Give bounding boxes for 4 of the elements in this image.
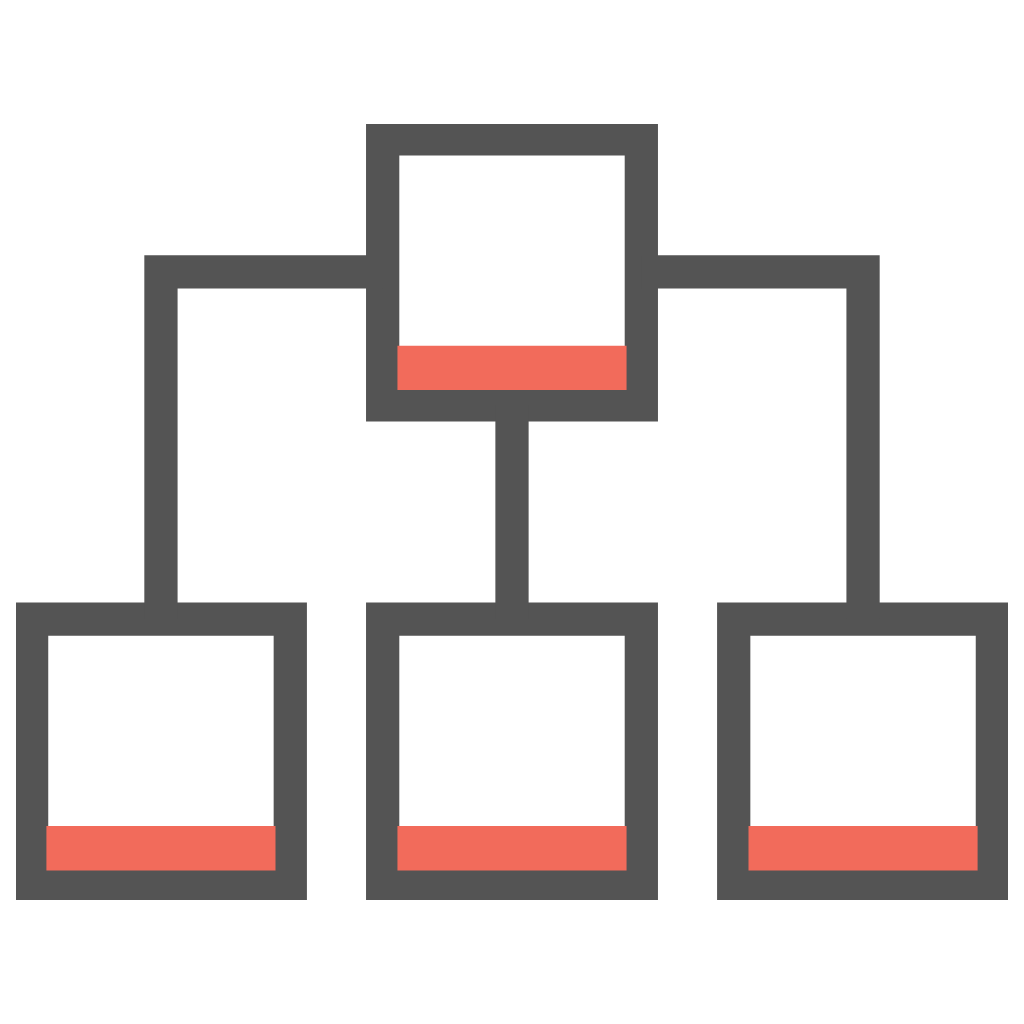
node-box xyxy=(366,124,658,422)
node-box xyxy=(717,602,1008,900)
node-box xyxy=(366,602,658,900)
node-box xyxy=(16,602,307,900)
